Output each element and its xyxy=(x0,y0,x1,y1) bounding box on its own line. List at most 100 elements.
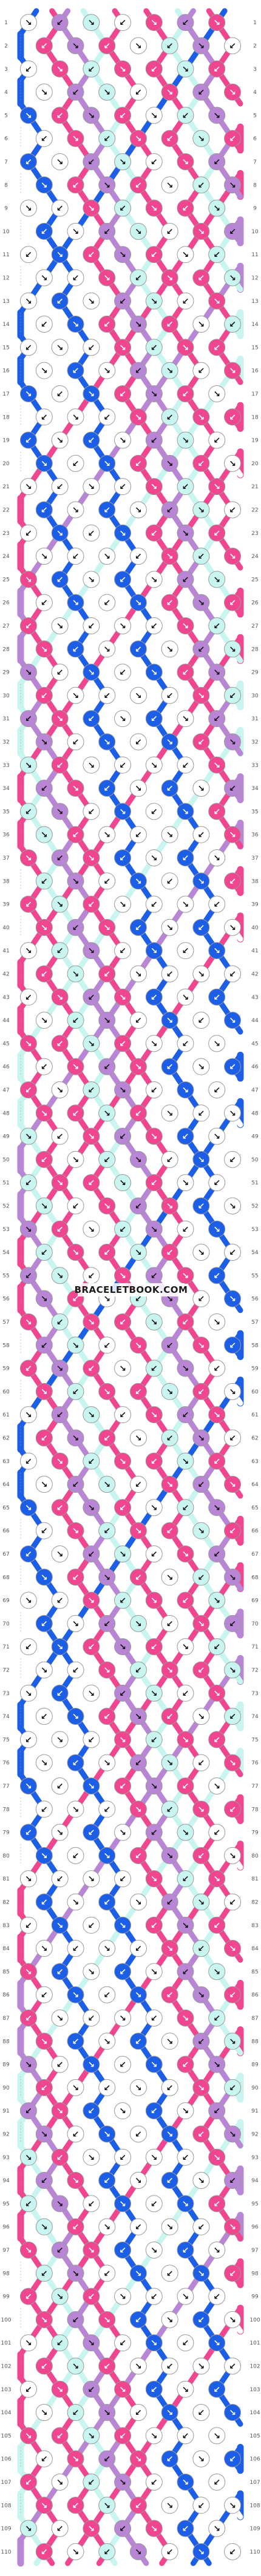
row-number-left: 59 xyxy=(2,1366,10,1372)
backward-knot-arrow-icon: ↙ xyxy=(56,390,64,399)
row-number-left: 68 xyxy=(2,1575,10,1581)
row-number-left: 49 xyxy=(2,1134,10,1140)
forward-knot-arrow-icon: ↘ xyxy=(135,1341,142,1350)
forward-knot-arrow-icon: ↘ xyxy=(197,1527,205,1536)
backward-knot-arrow-icon: ↙ xyxy=(213,2292,220,2302)
backward-knot-arrow-icon: ↙ xyxy=(72,2408,80,2418)
backward-knot-arrow-icon: ↙ xyxy=(25,1271,32,1281)
forward-knot-arrow-icon: ↘ xyxy=(197,599,205,608)
backward-knot-arrow-icon: ↙ xyxy=(41,320,48,330)
backward-knot-arrow-icon: ↙ xyxy=(197,181,205,190)
forward-knot-arrow-icon: ↘ xyxy=(135,1433,142,1443)
backward-knot-arrow-icon: ↙ xyxy=(213,1086,220,1095)
backward-knot-arrow-icon: ↙ xyxy=(25,2385,32,2395)
forward-knot-arrow-icon: ↘ xyxy=(229,1387,236,1397)
backward-knot-arrow-icon: ↙ xyxy=(135,1201,142,1211)
forward-knot-arrow-icon: ↘ xyxy=(25,854,32,863)
forward-knot-arrow-icon: ↘ xyxy=(182,2478,189,2488)
backward-knot-arrow-icon: ↙ xyxy=(87,1178,95,1188)
forward-knot-arrow-icon: ↘ xyxy=(229,1944,236,1954)
forward-knot-arrow-icon: ↘ xyxy=(72,599,80,608)
forward-knot-arrow-icon: ↘ xyxy=(56,900,64,910)
forward-knot-arrow-icon: ↘ xyxy=(229,737,236,747)
forward-knot-arrow-icon: ↘ xyxy=(229,88,236,98)
backward-knot-arrow-icon: ↙ xyxy=(182,575,189,585)
forward-knot-arrow-icon: ↘ xyxy=(229,1201,236,1211)
forward-knot-arrow-icon: ↘ xyxy=(166,1851,174,1861)
backward-knot-arrow-icon: ↙ xyxy=(229,413,236,422)
backward-knot-arrow-icon: ↙ xyxy=(56,2153,64,2163)
forward-knot-arrow-icon: ↘ xyxy=(72,227,80,237)
forward-knot-arrow-icon: ↘ xyxy=(72,2548,80,2557)
backward-knot-arrow-icon: ↙ xyxy=(197,737,205,747)
row-number-left: 6 xyxy=(4,136,8,142)
forward-knot-arrow-icon: ↘ xyxy=(87,1318,95,1327)
forward-knot-arrow-icon: ↘ xyxy=(87,1225,95,1235)
forward-knot-arrow-icon: ↘ xyxy=(72,2269,80,2279)
backward-knot-arrow-icon: ↙ xyxy=(56,1782,64,1791)
forward-knot-arrow-icon: ↘ xyxy=(41,831,48,840)
backward-knot-arrow-icon: ↙ xyxy=(72,923,80,933)
row-number-right: 33 xyxy=(251,763,258,769)
forward-knot-arrow-icon: ↘ xyxy=(41,1759,48,1768)
backward-knot-arrow-icon: ↙ xyxy=(135,831,142,840)
row-number-left: 9 xyxy=(4,206,8,212)
forward-knot-arrow-icon: ↘ xyxy=(25,2431,32,2441)
backward-knot-arrow-icon: ↙ xyxy=(72,1851,80,1861)
row-number-left: 69 xyxy=(2,1598,10,1604)
row-number-right: 50 xyxy=(251,1157,259,1163)
backward-knot-arrow-icon: ↙ xyxy=(182,390,189,399)
forward-knot-arrow-icon: ↘ xyxy=(103,831,110,840)
row-number-right: 11 xyxy=(251,252,258,258)
row-number-right: 42 xyxy=(251,971,258,977)
row-number-left: 39 xyxy=(2,902,10,908)
forward-knot-arrow-icon: ↘ xyxy=(103,1480,110,1490)
backward-knot-arrow-icon: ↙ xyxy=(166,2269,174,2279)
row-number-left: 5 xyxy=(4,113,8,119)
backward-knot-arrow-icon: ↙ xyxy=(87,2199,95,2209)
forward-knot-arrow-icon: ↘ xyxy=(103,2315,110,2325)
forward-knot-arrow-icon: ↘ xyxy=(41,645,48,654)
forward-knot-arrow-icon: ↘ xyxy=(56,1086,64,1095)
row-number-left: 45 xyxy=(2,1041,9,1047)
backward-knot-arrow-icon: ↙ xyxy=(41,1991,48,2000)
backward-knot-arrow-icon: ↙ xyxy=(25,1086,32,1095)
row-number-right: 32 xyxy=(251,739,258,745)
row-number-left: 76 xyxy=(2,1761,10,1767)
forward-knot-arrow-icon: ↘ xyxy=(151,854,158,863)
forward-knot-arrow-icon: ↘ xyxy=(166,2501,174,2511)
forward-knot-arrow-icon: ↘ xyxy=(135,877,142,886)
forward-knot-arrow-icon: ↘ xyxy=(197,2362,205,2371)
backward-knot-arrow-icon: ↙ xyxy=(72,1944,80,1954)
backward-knot-arrow-icon: ↙ xyxy=(213,1550,220,1559)
forward-knot-arrow-icon: ↘ xyxy=(166,737,174,747)
row-number-right: 57 xyxy=(251,1320,258,1326)
forward-knot-arrow-icon: ↘ xyxy=(72,877,80,886)
forward-knot-arrow-icon: ↘ xyxy=(25,482,32,492)
backward-knot-arrow-icon: ↙ xyxy=(213,158,220,167)
forward-knot-arrow-icon: ↘ xyxy=(25,2339,32,2348)
backward-knot-arrow-icon: ↙ xyxy=(166,1433,174,1443)
forward-knot-arrow-icon: ↘ xyxy=(182,993,189,1003)
backward-knot-arrow-icon: ↙ xyxy=(166,134,174,144)
forward-knot-arrow-icon: ↘ xyxy=(135,2083,142,2093)
backward-knot-arrow-icon: ↙ xyxy=(103,2362,110,2371)
forward-knot-arrow-icon: ↘ xyxy=(135,2362,142,2371)
forward-knot-arrow-icon: ↘ xyxy=(213,1503,220,1513)
forward-knot-arrow-icon: ↘ xyxy=(119,1086,126,1095)
row-number-left: 70 xyxy=(2,1621,10,1627)
backward-knot-arrow-icon: ↙ xyxy=(229,2269,236,2279)
backward-knot-arrow-icon: ↙ xyxy=(72,2501,80,2511)
forward-knot-arrow-icon: ↘ xyxy=(213,18,220,28)
backward-knot-arrow-icon: ↙ xyxy=(166,2455,174,2465)
backward-knot-arrow-icon: ↙ xyxy=(197,273,205,283)
backward-knot-arrow-icon: ↙ xyxy=(87,2478,95,2488)
backward-knot-arrow-icon: ↙ xyxy=(56,111,64,121)
forward-knot-arrow-icon: ↘ xyxy=(229,1480,236,1490)
forward-knot-arrow-icon: ↘ xyxy=(197,2548,205,2557)
forward-knot-arrow-icon: ↘ xyxy=(213,854,220,863)
forward-knot-arrow-icon: ↘ xyxy=(72,1897,80,1907)
forward-knot-arrow-icon: ↘ xyxy=(182,900,189,910)
backward-knot-arrow-icon: ↙ xyxy=(56,1596,64,1606)
backward-knot-arrow-icon: ↙ xyxy=(182,2431,189,2441)
